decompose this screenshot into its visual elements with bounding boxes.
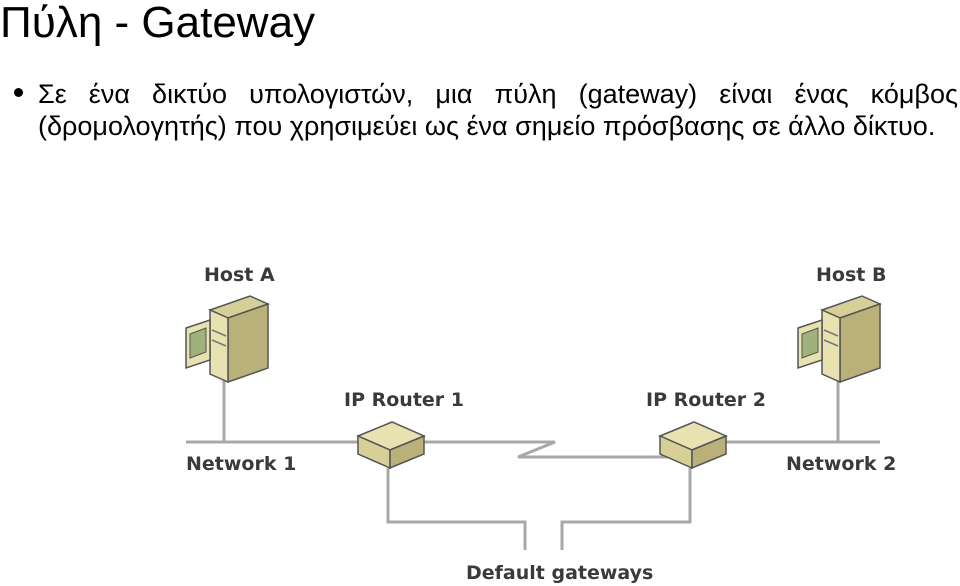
bullet-item: Σε ένα δικτύο υπολογιστών, μια πύλη (gat… — [10, 78, 958, 142]
slide-title: Πύλη - Gateway — [0, 0, 316, 47]
network-1-label: Network 1 — [186, 453, 296, 475]
bullet-dot-icon — [14, 88, 23, 97]
wan-link — [390, 440, 690, 459]
network-2-label: Network 2 — [786, 453, 896, 475]
bullet-text: Σε ένα δικτύο υπολογιστών, μια πύλη (gat… — [38, 79, 958, 141]
default-gateways-label: Default gateways — [466, 562, 653, 584]
router-2-icon — [658, 421, 728, 470]
host-b-label: Host B — [816, 264, 886, 286]
router-1-icon — [356, 421, 426, 470]
router-2-label: IP Router 2 — [646, 389, 766, 411]
host-a-computer-icon — [185, 295, 271, 384]
gateway-1-connector — [386, 468, 527, 550]
gateway-2-connector — [560, 468, 692, 550]
host-b-computer-icon — [797, 295, 883, 384]
router-1-label: IP Router 1 — [344, 389, 464, 411]
host-a-label: Host A — [204, 264, 275, 286]
